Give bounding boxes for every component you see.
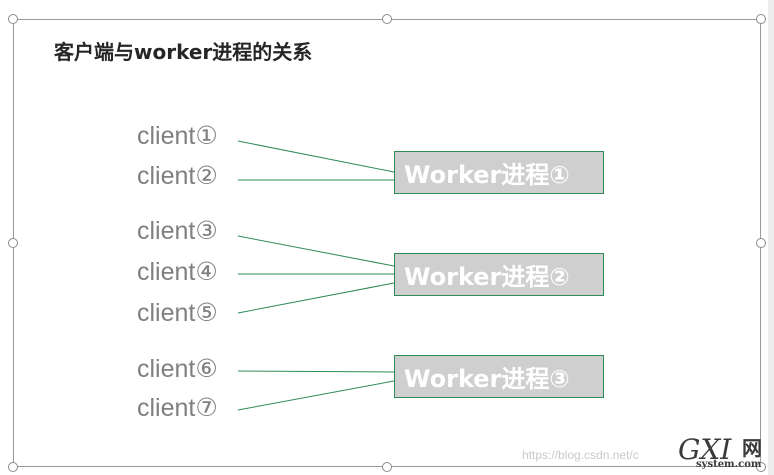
client-label-1: client① <box>137 122 218 150</box>
client-label-7: client⑦ <box>137 394 218 422</box>
worker-box-1: Worker进程① <box>394 151 604 194</box>
client-label-5: client⑤ <box>137 299 218 327</box>
connector-client-3-to-worker-2 <box>237 235 395 267</box>
worker-box-2: Worker进程② <box>394 253 604 296</box>
resize-handle-bottom[interactable] <box>382 462 392 472</box>
client-label-3: client③ <box>137 217 218 245</box>
worker-label-1: Worker进程① <box>404 161 570 189</box>
connector-client-5-to-worker-2 <box>237 282 395 314</box>
logo-domain: system.com <box>696 459 762 470</box>
window-edge <box>768 0 774 475</box>
client-label-2: client② <box>137 162 218 190</box>
site-logo: GXI 网 system.com <box>678 436 772 474</box>
worker-label-3: Worker进程③ <box>404 365 570 393</box>
connector-client-7-to-worker-3 <box>237 380 395 411</box>
resize-handle-top[interactable] <box>382 14 392 24</box>
client-label-4: client④ <box>137 258 218 286</box>
client-label-6: client⑥ <box>137 355 218 383</box>
watermark-url: https://blog.csdn.net/c <box>522 448 639 462</box>
resize-handle-left[interactable] <box>8 238 18 248</box>
resize-handle-bottom-left[interactable] <box>8 462 18 472</box>
resize-handle-right[interactable] <box>756 238 766 248</box>
connector-client-1-to-worker-1 <box>237 140 395 173</box>
worker-box-3: Worker进程③ <box>394 355 604 398</box>
worker-label-2: Worker进程② <box>404 263 570 291</box>
connector-client-6-to-worker-3 <box>237 370 395 373</box>
resize-handle-top-left[interactable] <box>8 14 18 24</box>
logo-net: 网 <box>742 436 762 460</box>
resize-handle-top-right[interactable] <box>756 14 766 24</box>
resize-handle-bottom-right[interactable] <box>756 462 766 472</box>
logo-text: GXI <box>678 433 732 466</box>
slide-title: 客户端与worker进程的关系 <box>54 40 313 64</box>
